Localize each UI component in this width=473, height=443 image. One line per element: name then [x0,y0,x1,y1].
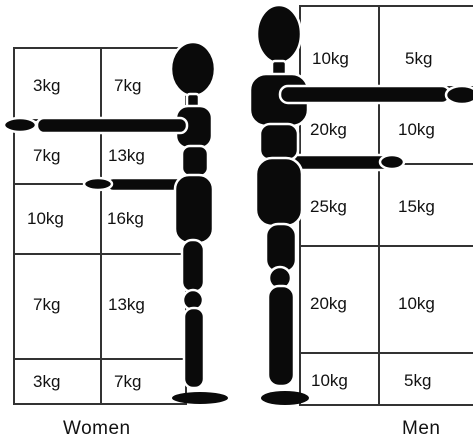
women-label: Women [63,418,131,440]
men-label: Men [402,418,440,440]
man-mannequin-figure-icon [250,5,473,405]
woman-mannequin-figure-icon [4,42,228,404]
